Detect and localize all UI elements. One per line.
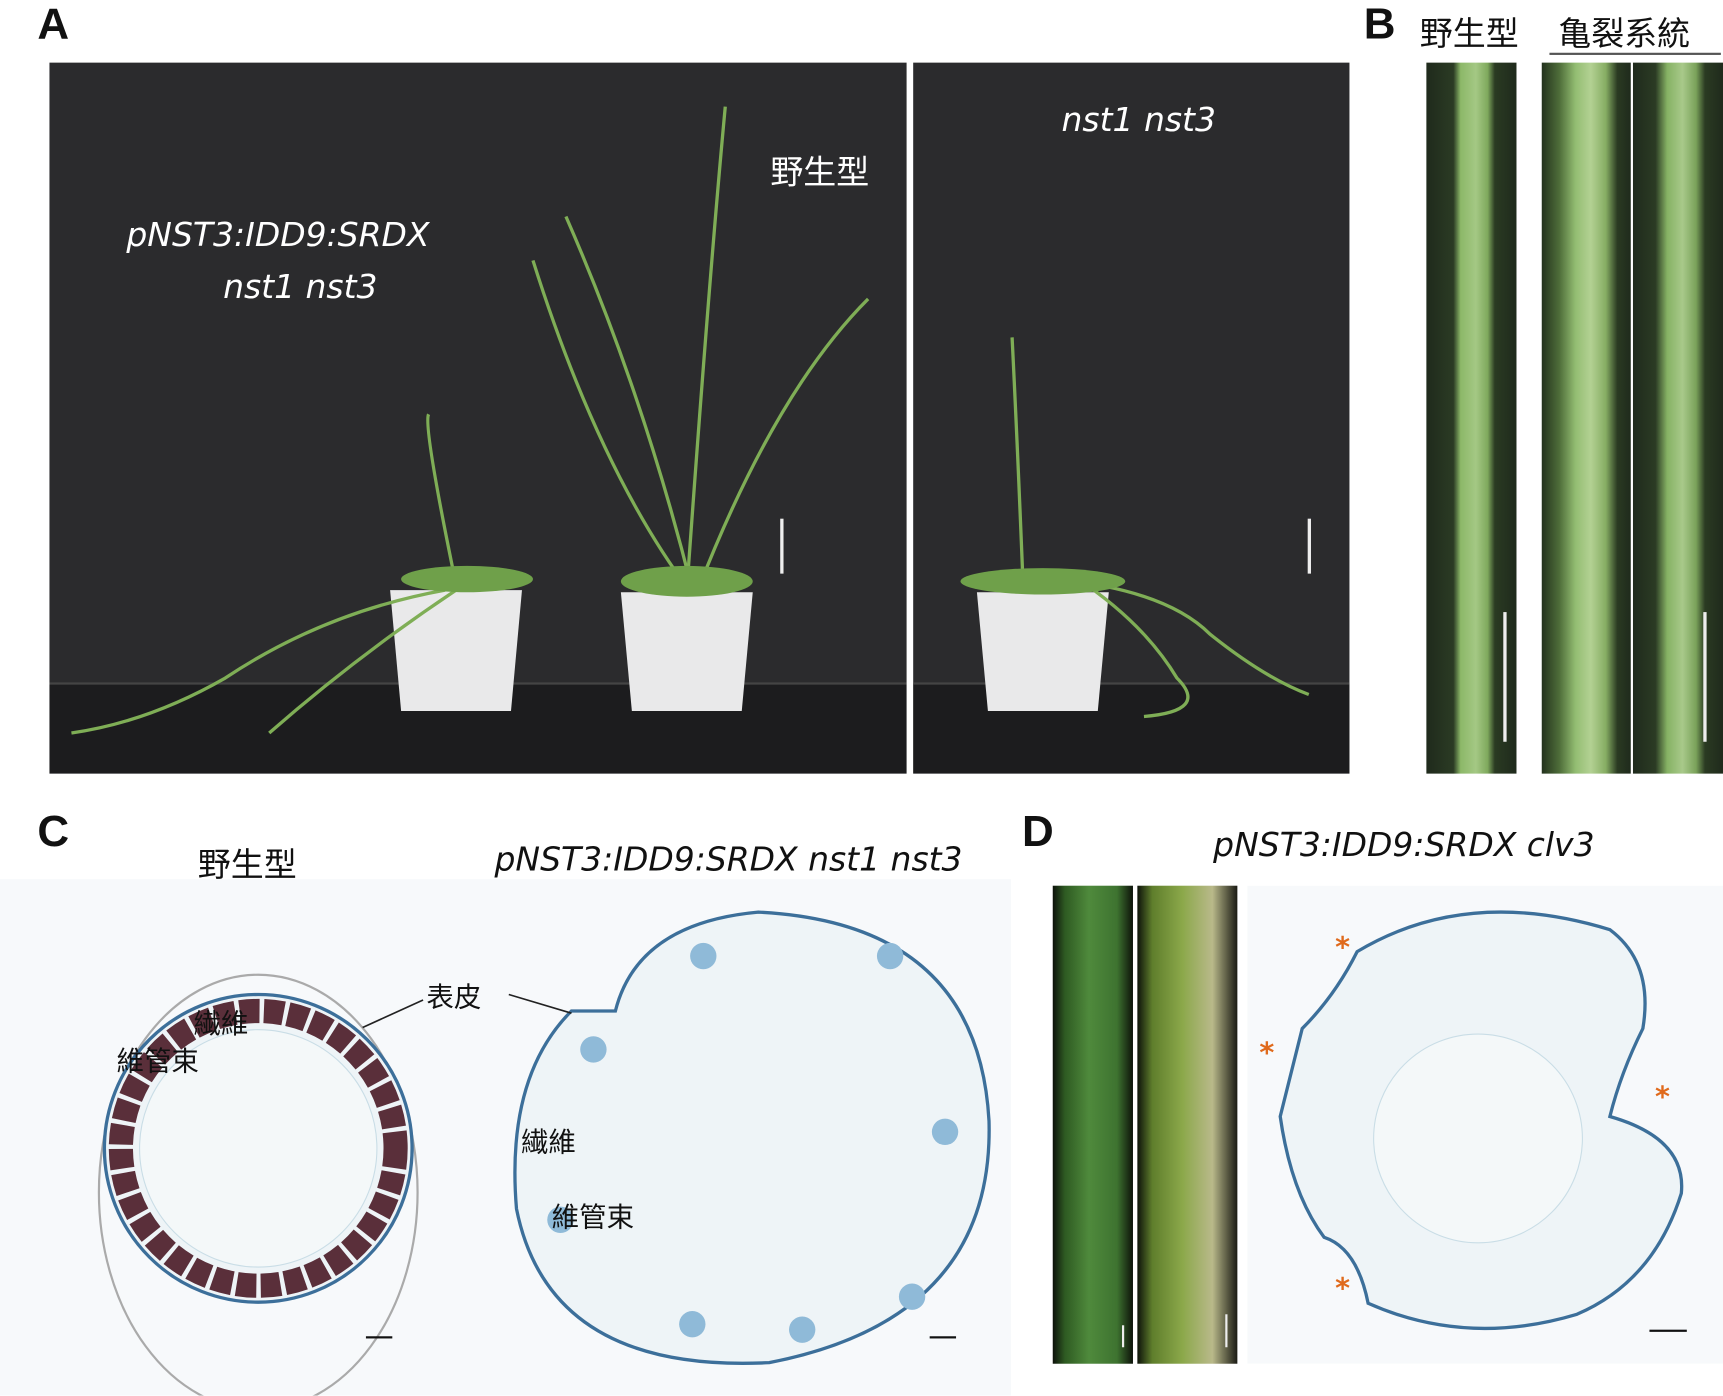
panel-a-photo-right: nst1 nst3 [913, 62, 1350, 774]
panel-a-photo-left: pNST3:IDD9:SRDX nst1 nst3 野生型 [49, 62, 907, 774]
vascular-bundle-label-mutant: 維管束 [551, 1201, 635, 1233]
crack-asterisk: * [1654, 1081, 1670, 1115]
c-mutant-title: pNST3:IDD9:SRDX nst1 nst3 [494, 840, 963, 880]
crack-asterisk: * [1259, 1037, 1275, 1071]
epidermis-label: 表皮 [426, 981, 482, 1014]
clv3-stem-photo-1 [1052, 885, 1133, 1364]
crack-asterisk: * [1335, 931, 1351, 965]
c-wild-type-title: 野生型 [197, 846, 297, 885]
genotype-label-line1: pNST3:IDD9:SRDX [126, 216, 430, 255]
genotype-label-line2: nst1 nst3 [223, 268, 378, 307]
clv3-cross-section [1247, 885, 1723, 1364]
fiber-label-wt: 繊維 [193, 1007, 249, 1040]
vascular-bundle-label-wt: 維管束 [116, 1045, 199, 1077]
clv3-stem-photo-2 [1137, 885, 1238, 1364]
crack-asterisk: * [1335, 1272, 1351, 1306]
panel-c-label: C [37, 807, 70, 857]
cracked-stem-photo-1 [1541, 62, 1631, 774]
panel-d-label: D [1021, 807, 1054, 857]
b-cracked-line-label: 亀裂系統 [1558, 15, 1691, 54]
plants-illustration [49, 106, 907, 774]
fiber-label-mutant: 繊維 [520, 1126, 576, 1159]
plant-illustration [913, 337, 1350, 774]
panel-b-label: B [1363, 0, 1396, 49]
group-underline [1549, 52, 1721, 55]
d-title: pNST3:IDD9:SRDX clv3 [1213, 826, 1595, 865]
cracked-stem-photo-2 [1632, 62, 1723, 774]
cross-sections-c [0, 879, 1011, 1396]
nst1-nst3-label: nst1 nst3 [1061, 101, 1216, 140]
b-wild-type-label: 野生型 [1419, 15, 1519, 54]
wild-type-stem-photo [1426, 62, 1517, 774]
panel-a-label: A [37, 0, 70, 49]
wild-type-label: 野生型 [770, 153, 870, 193]
